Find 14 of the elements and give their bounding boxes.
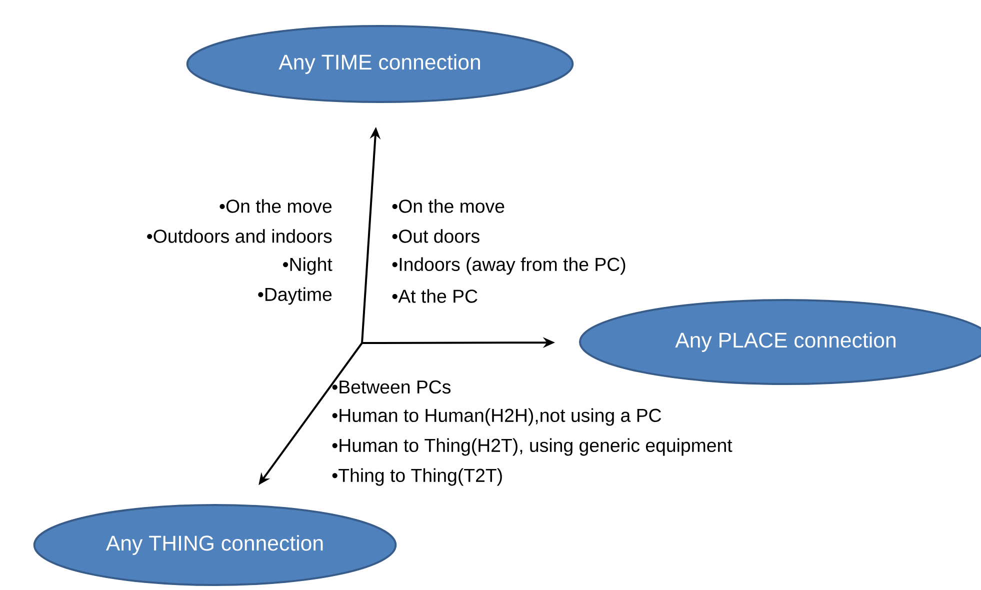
bullet-text: •On the move	[220, 199, 332, 213]
bullet-text: •Out doors	[392, 229, 480, 243]
bullet-text: •Daytime	[258, 287, 332, 305]
bullet-text: •On the move	[392, 199, 504, 213]
bullet-text: •Human to Thing(H2T), using generic equipment	[332, 438, 732, 456]
bullet-text: •Night	[283, 257, 332, 275]
ellipse-node: Any TIME connection	[186, 25, 574, 103]
bullet-text: •Between PCs	[332, 380, 451, 394]
bullet-text: •Indoors (away from the PC)	[392, 257, 626, 275]
bullet-text: •Human to Human(H2H),not using a PC	[332, 408, 662, 426]
bullet-text: •At the PC	[392, 289, 478, 303]
bullet-text: •Outdoors and indoors	[147, 229, 332, 243]
bullet-text: •Thing to Thing(T2T)	[332, 468, 502, 486]
ellipse-node: Any THING connection	[33, 504, 397, 586]
